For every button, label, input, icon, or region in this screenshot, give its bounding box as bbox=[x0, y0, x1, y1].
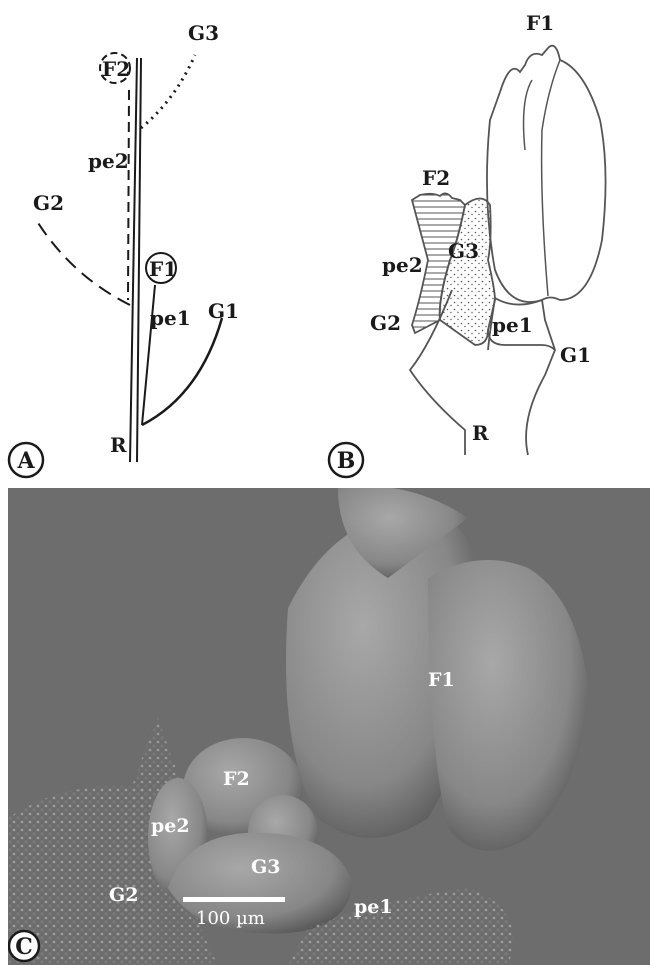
panel-letter-b: B bbox=[337, 448, 356, 474]
label-f2: F2 bbox=[223, 768, 250, 790]
label-g2: G2 bbox=[33, 191, 64, 215]
label-g3: G3 bbox=[448, 239, 479, 263]
label-g1: G1 bbox=[560, 343, 591, 367]
scale-bar-label: 100 µm bbox=[196, 908, 265, 929]
label-pe2: pe2 bbox=[88, 149, 129, 173]
label-r: R bbox=[110, 433, 127, 457]
panel-b: F1 F2 G3 pe2 G2 pe1 G1 R B bbox=[320, 0, 650, 485]
label-g2: G2 bbox=[370, 311, 401, 335]
g2-bract bbox=[35, 218, 130, 305]
label-g2: G2 bbox=[109, 884, 138, 906]
axis-line-left bbox=[130, 58, 137, 462]
axis-line-right bbox=[137, 58, 141, 462]
pe2-branch bbox=[128, 90, 129, 300]
label-pe1: pe1 bbox=[150, 306, 191, 330]
label-pe2: pe2 bbox=[151, 815, 190, 837]
label-g3: G3 bbox=[188, 21, 219, 45]
label-f1: F1 bbox=[428, 669, 455, 691]
panel-a-diagram: G3 F2 pe2 G2 F1 G1 pe1 R A bbox=[0, 0, 320, 485]
panel-a: G3 F2 pe2 G2 F1 G1 pe1 R A bbox=[0, 0, 320, 485]
g3-bract bbox=[141, 55, 195, 128]
label-r: R bbox=[472, 421, 489, 445]
g1-bract bbox=[142, 318, 222, 425]
panel-c-micrograph: F1 F2 pe2 G3 G2 pe1 100 µm C bbox=[8, 488, 650, 965]
panel-letter-a: A bbox=[16, 448, 35, 474]
label-f1: F1 bbox=[149, 257, 177, 281]
panel-c-image: F1 F2 pe2 G3 G2 pe1 100 µm C bbox=[8, 488, 650, 965]
scale-bar bbox=[183, 897, 285, 902]
label-pe2: pe2 bbox=[382, 253, 423, 277]
label-f2: F2 bbox=[422, 166, 450, 190]
label-pe1: pe1 bbox=[354, 896, 393, 918]
label-f1: F1 bbox=[526, 11, 554, 35]
label-g3: G3 bbox=[251, 856, 280, 878]
label-f2: F2 bbox=[102, 57, 130, 81]
panel-b-drawing: F1 F2 G3 pe2 G2 pe1 G1 R B bbox=[320, 0, 650, 485]
label-g1: G1 bbox=[208, 299, 239, 323]
label-pe1: pe1 bbox=[492, 313, 533, 337]
panel-letter-c: C bbox=[15, 934, 33, 960]
